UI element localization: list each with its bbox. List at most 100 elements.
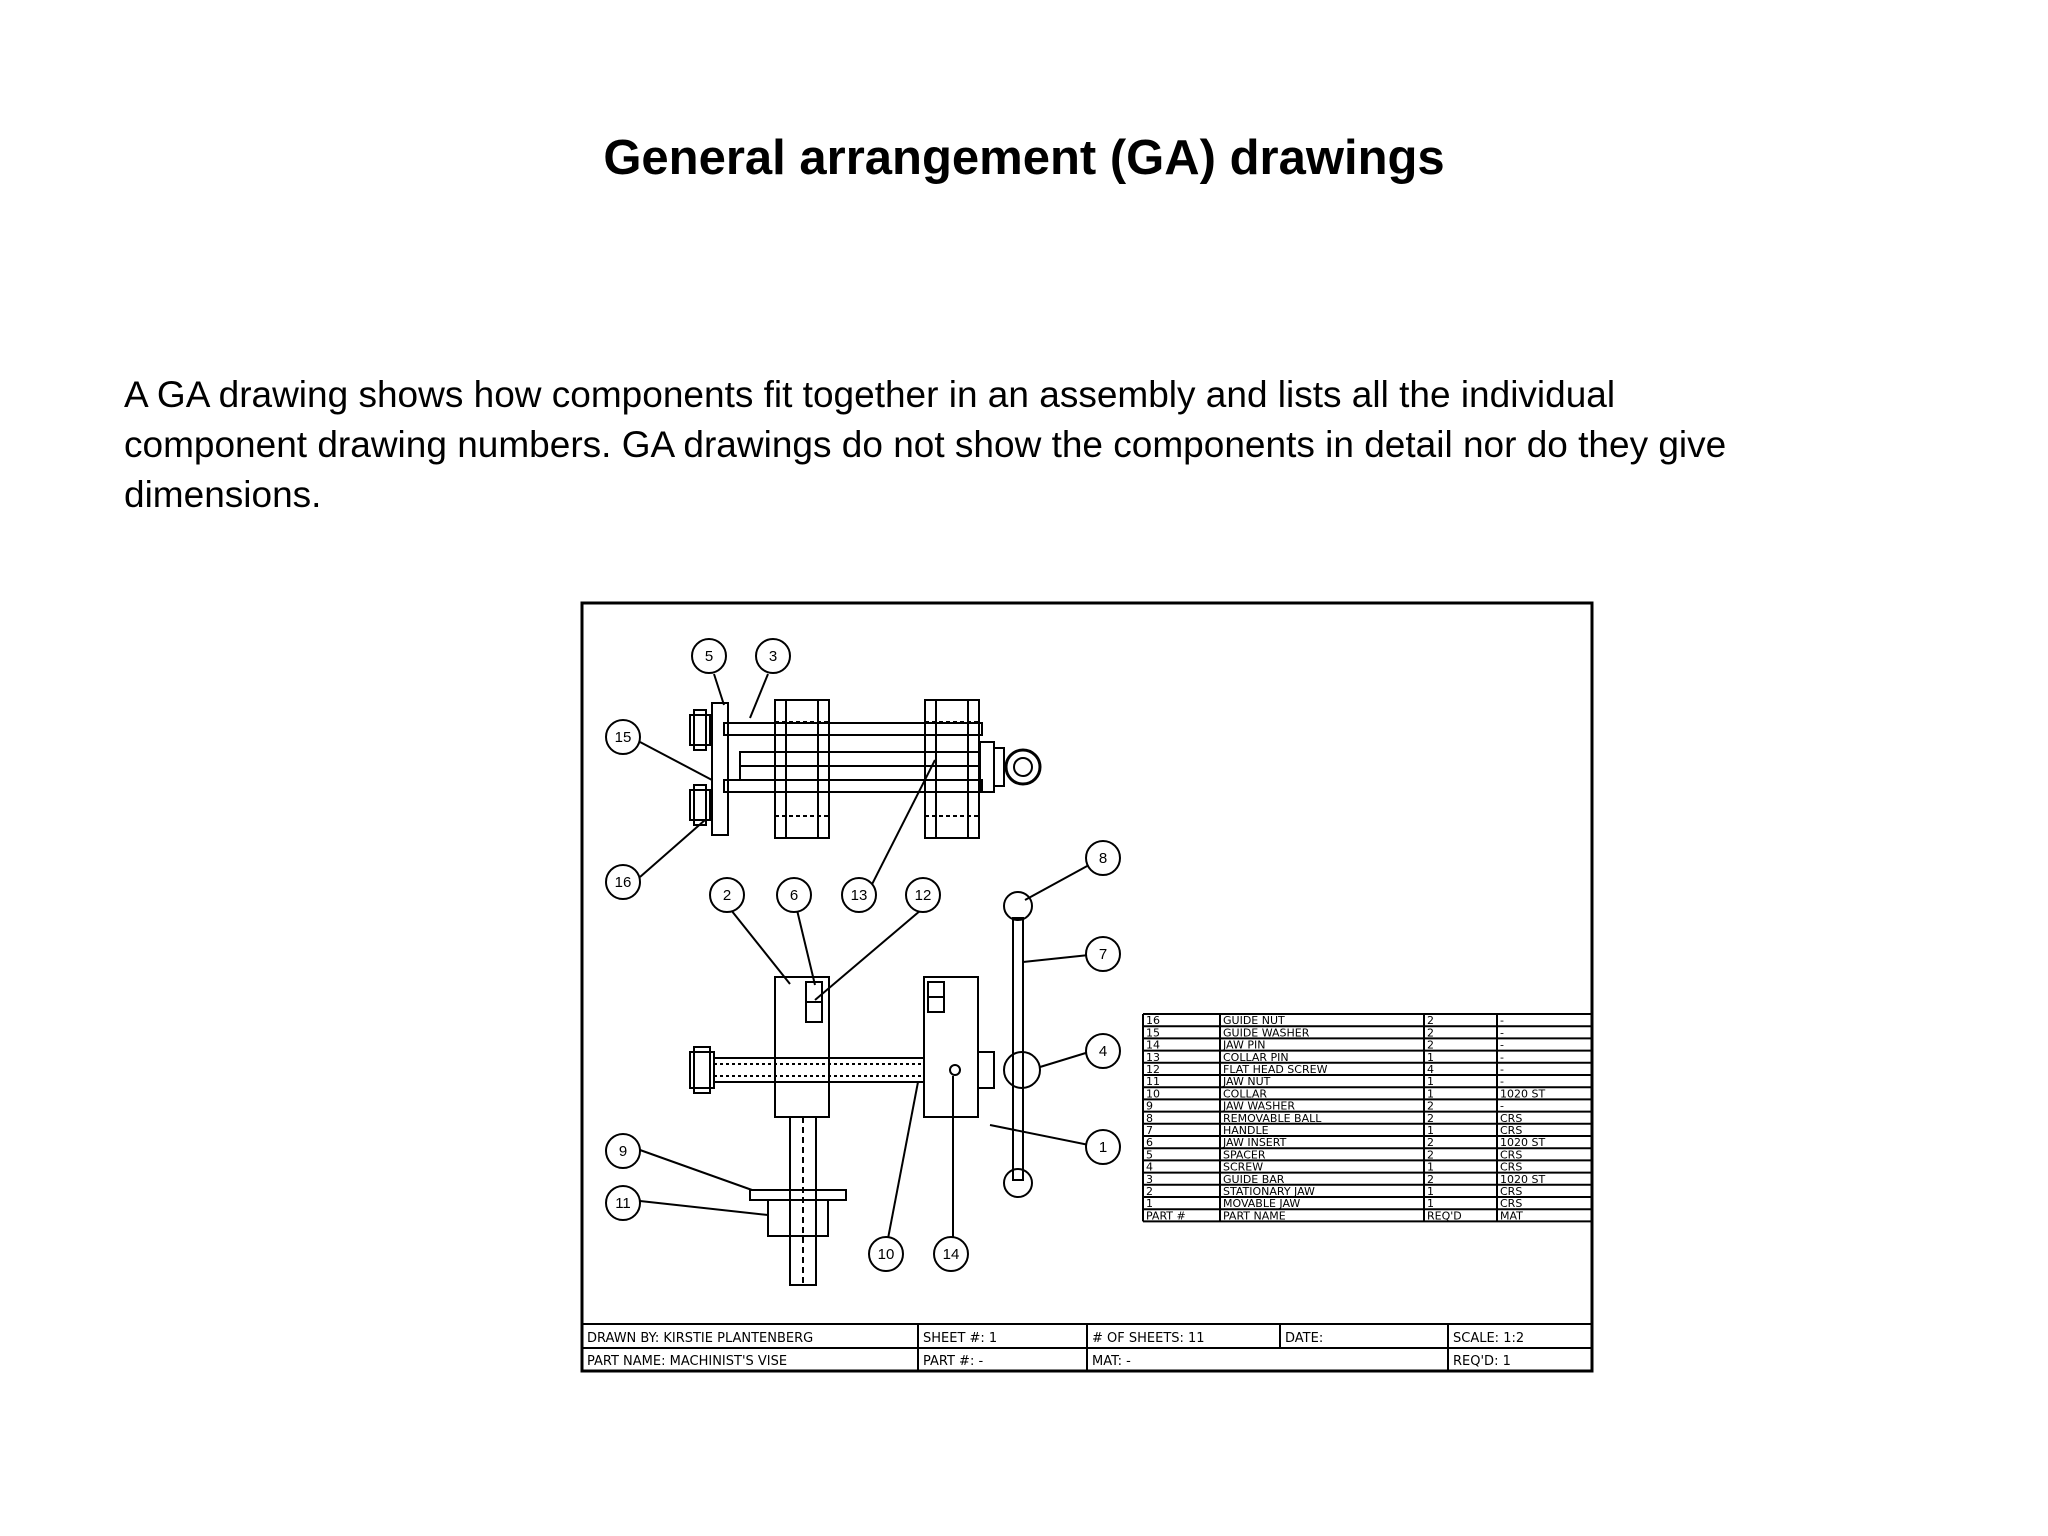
balloon: 11 [605,1185,641,1221]
balloon-number: 12 [915,887,932,904]
table-cell: GUIDE NUT [1223,1014,1285,1027]
balloon: 4 [1085,1033,1121,1069]
balloon: 6 [776,877,812,913]
table-cell: 4 [1427,1063,1434,1076]
table-cell: JAW NUT [1222,1075,1271,1088]
table-header-cell: MAT [1500,1209,1523,1222]
table-cell: CRS [1500,1197,1522,1210]
paragraph-line: component drawing numbers. GA drawings d… [124,424,1727,465]
table-cell: 2 [1427,1039,1434,1052]
table-cell: 13 [1146,1051,1160,1064]
table-cell: 12 [1146,1063,1160,1076]
leader-lines [639,673,1090,1250]
table-cell: 3 [1146,1173,1153,1186]
table-cell: HANDLE [1223,1124,1269,1137]
material-field: MAT: - [1092,1354,1131,1369]
table-cell: 7 [1146,1124,1153,1137]
vise-front-view [689,891,1041,1286]
balloon-number: 14 [943,1246,960,1263]
paragraph-line: A GA drawing shows how components fit to… [124,374,1616,415]
table-cell: 2 [1427,1014,1434,1027]
table-cell: 1 [1427,1051,1434,1064]
table-cell: CRS [1500,1112,1522,1125]
table-header-cell: PART NAME [1223,1209,1286,1222]
table-cell: FLAT HEAD SCREW [1223,1063,1328,1076]
balloon-number: 8 [1099,850,1107,867]
table-cell: - [1500,1063,1504,1076]
table-cell: 1 [1427,1161,1434,1174]
table-cell: CRS [1500,1161,1522,1174]
balloon-number: 9 [619,1143,627,1160]
table-cell: 10 [1146,1087,1160,1100]
table-cell: 1020 ST [1500,1173,1545,1186]
table-cell: 2 [1427,1100,1434,1113]
balloon: 1 [1085,1129,1121,1165]
table-cell: 1 [1427,1185,1434,1198]
part-name-field: PART NAME: MACHINIST'S VISE [587,1354,787,1369]
balloon-number: 2 [723,887,731,904]
drawn-by: DRAWN BY: KIRSTIE PLANTENBERG [587,1331,813,1346]
balloon: 2 [709,877,745,913]
balloon: 15 [605,719,641,755]
table-cell: 2 [1427,1173,1434,1186]
drawing-frame [580,601,1594,1373]
balloon: 14 [933,1236,969,1272]
table-cell: - [1500,1051,1504,1064]
table-cell: 2 [1427,1148,1434,1161]
balloon-number: 6 [790,887,798,904]
table-cell: 1 [1427,1124,1434,1137]
scale-field: SCALE: 1:2 [1453,1331,1524,1346]
balloon: 7 [1085,936,1121,972]
required-field: REQ'D: 1 [1453,1354,1511,1369]
table-cell: JAW WASHER [1222,1100,1295,1113]
part-number-field: PART #: - [923,1354,983,1369]
table-cell: SCREW [1223,1161,1263,1174]
table-cell: 1 [1427,1087,1434,1100]
vise-top-view [689,699,1042,839]
table-cell: 11 [1146,1075,1160,1088]
balloon-number: 13 [851,887,868,904]
table-cell: 2 [1427,1136,1434,1149]
table-cell: JAW PIN [1222,1039,1265,1052]
table-cell: 8 [1146,1112,1153,1125]
balloon: 8 [1085,840,1121,876]
table-cell: CRS [1500,1148,1522,1161]
table-header-cell: REQ'D [1427,1209,1462,1222]
paragraph-line: dimensions. [124,474,322,515]
table-cell: - [1500,1026,1504,1039]
table-cell: SPACER [1223,1148,1266,1161]
table-cell: 5 [1146,1148,1153,1161]
balloon: 3 [755,638,791,674]
table-cell: - [1500,1014,1504,1027]
table-cell: 2 [1146,1185,1153,1198]
balloon: 10 [868,1236,904,1272]
balloon-number: 7 [1099,946,1107,963]
table-cell: GUIDE WASHER [1223,1026,1310,1039]
table-cell: - [1500,1100,1504,1113]
page-title: General arrangement (GA) drawings [603,131,1445,185]
table-cell: 9 [1146,1100,1153,1113]
title-block: DRAWN BY: KIRSTIE PLANTENBERG SHEET #: 1… [582,1323,1592,1371]
table-cell: COLLAR PIN [1223,1051,1289,1064]
table-cell: 14 [1146,1039,1160,1052]
table-cell: 1 [1427,1075,1434,1088]
balloon-number: 3 [769,648,777,665]
balloon: 9 [605,1133,641,1169]
table-cell: 4 [1146,1161,1153,1174]
balloon-group: 5 3 15 16 2 6 13 12 8 7 4 1 9 11 10 14 [605,638,1121,1272]
table-cell: - [1500,1075,1504,1088]
table-cell: - [1500,1039,1504,1052]
table-cell: 15 [1146,1026,1160,1039]
table-header-cell: PART # [1146,1209,1186,1222]
table-cell: STATIONARY JAW [1223,1185,1315,1198]
balloon-number: 4 [1099,1043,1107,1060]
balloon: 5 [691,638,727,674]
balloon-number: 1 [1099,1139,1107,1156]
table-cell: MOVABLE JAW [1223,1197,1300,1210]
table-cell: COLLAR [1223,1087,1267,1100]
table-cell: 1020 ST [1500,1087,1545,1100]
table-cell: REMOVABLE BALL [1223,1112,1322,1125]
balloon-number: 15 [615,729,632,746]
table-cell: 1 [1146,1197,1153,1210]
